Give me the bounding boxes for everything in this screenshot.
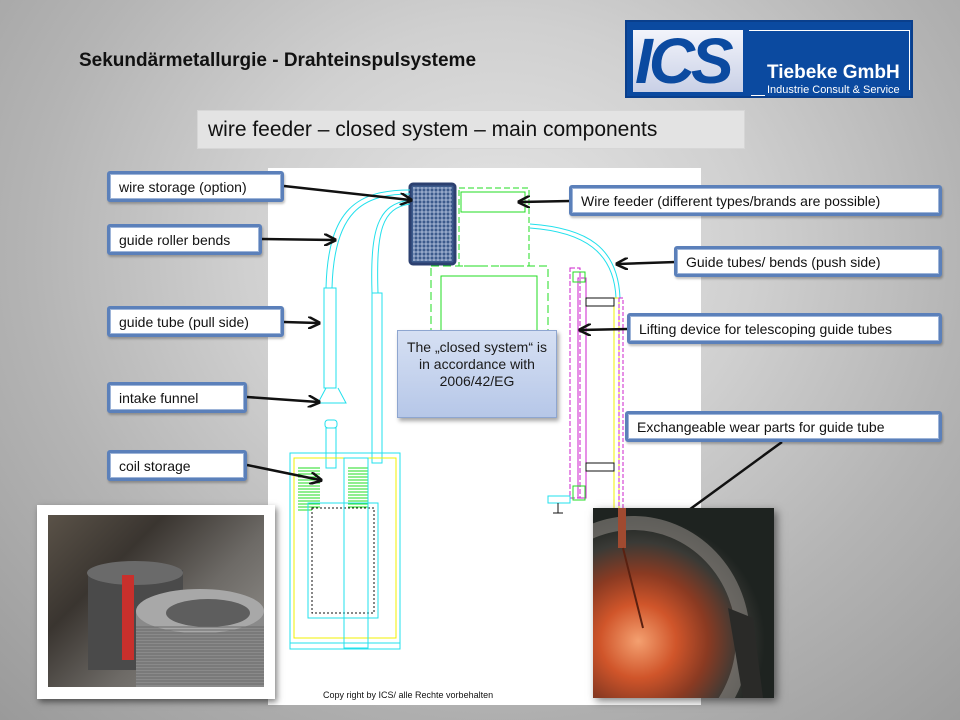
coil-storage-shape	[289, 452, 401, 650]
slide-subtitle: wire feeder – closed system – main compo…	[197, 110, 745, 149]
logo-line-top	[749, 30, 909, 31]
logo-line-side	[909, 30, 910, 90]
copyright-text: Copy right by ICS/ alle Rechte vorbehalt…	[323, 690, 494, 700]
label-guide-tubes-push: Guide tubes/ bends (push side)	[674, 246, 942, 277]
coil-storage-photo	[37, 505, 275, 699]
ics-logo-mark-box: ICS	[633, 30, 743, 92]
coil-photo-image	[48, 515, 264, 687]
logo-company-name: Tiebeke GmbH	[767, 62, 900, 83]
label-coil-storage: coil storage	[107, 450, 247, 481]
ladle-melt-photo	[593, 508, 774, 698]
label-lifting-device: Lifting device for telescoping guide tub…	[627, 313, 942, 344]
cad-drawing-svg	[289, 182, 624, 669]
closed-system-note: The „closed system“ is in accordance wit…	[397, 330, 557, 418]
label-guide-roller-bends: guide roller bends	[107, 224, 262, 255]
wire-storage-basket	[408, 182, 457, 266]
guide-roller-bends-shape	[317, 189, 411, 469]
label-wear-parts: Exchangeable wear parts for guide tube	[625, 411, 942, 442]
ics-logo: ICS Tiebeke GmbH Industrie Consult & Ser…	[625, 20, 913, 98]
label-wire-storage: wire storage (option)	[107, 171, 284, 202]
label-guide-tube-pull: guide tube (pull side)	[107, 306, 284, 337]
label-wire-feeder: Wire feeder (different types/brands are …	[569, 185, 942, 216]
guide-tubes-push-shape	[529, 223, 621, 299]
slide-title: Sekundärmetallurgie - Drahteinspulsystem…	[79, 50, 477, 71]
logo-underscore	[751, 95, 765, 96]
ics-logo-mark: ICS	[635, 30, 734, 92]
label-intake-funnel: intake funnel	[107, 382, 247, 413]
logo-tagline: Industrie Consult & Service	[767, 84, 900, 96]
